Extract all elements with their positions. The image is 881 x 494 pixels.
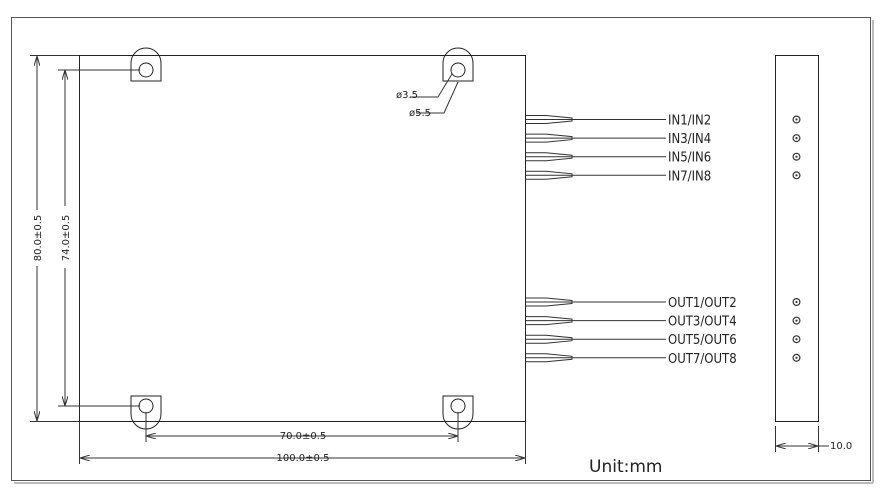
output-pigtail — [526, 353, 666, 363]
output-port-label: OUT3/OUT4 — [668, 315, 737, 330]
output-pigtail — [526, 334, 666, 344]
width-outer-dimension — [79, 422, 526, 464]
output-port-end-icon — [792, 298, 801, 307]
side-view-ports — [792, 115, 801, 362]
output-port-end-icon — [792, 353, 801, 362]
input-port-end-icon — [792, 134, 801, 143]
height-outer-dimension — [30, 55, 79, 422]
width-outer-dim-label: 100.0±0.5 — [277, 453, 330, 464]
output-port-label: OUT7/OUT8 — [668, 352, 737, 367]
input-port-label: IN7/IN8 — [668, 169, 711, 184]
module-body-side-view — [775, 55, 819, 422]
hole-large-dim-label: ø5.5 — [409, 108, 431, 119]
fiber-pigtails — [526, 115, 666, 363]
output-pigtail — [526, 297, 666, 307]
height-inner-dimension — [58, 69, 140, 407]
width-inner-dimension — [145, 412, 459, 442]
output-port-label: OUT1/OUT2 — [668, 296, 737, 311]
height-inner-dim-label: 74.0±0.5 — [61, 215, 72, 262]
input-port-label: IN5/IN6 — [668, 151, 711, 166]
input-pigtail — [526, 133, 666, 143]
module-body-top-view — [79, 55, 526, 422]
input-port-end-icon — [792, 152, 801, 161]
hole-diameter-leaders — [410, 73, 459, 114]
input-port-end-icon — [792, 171, 801, 180]
height-outer-dim-label: 80.0±0.5 — [33, 215, 44, 262]
drawing-frame — [11, 17, 871, 481]
input-pigtail — [526, 170, 666, 180]
output-port-end-icon — [792, 335, 801, 344]
input-port-label: IN1/IN2 — [668, 114, 711, 129]
input-port-end-icon — [792, 115, 801, 124]
port-labels: IN1/IN2IN3/IN4IN5/IN6IN7/IN8OUT1/OUT2OUT… — [668, 114, 737, 367]
output-port-label: OUT5/OUT6 — [668, 333, 737, 348]
mounting-hole-top-right — [442, 47, 474, 82]
hole-small-dim-label: ø3.5 — [396, 90, 418, 101]
mounting-hole-top-left — [130, 47, 162, 82]
input-port-label: IN3/IN4 — [668, 132, 711, 147]
output-pigtail — [526, 316, 666, 326]
output-port-end-icon — [792, 316, 801, 325]
input-pigtail — [526, 152, 666, 162]
unit-note: Unit:mm — [589, 457, 662, 477]
width-inner-dim-label: 70.0±0.5 — [280, 431, 327, 442]
thickness-dim-label: 10.0 — [830, 441, 852, 452]
thickness-dimension — [775, 426, 829, 452]
input-pigtail — [526, 115, 666, 124]
